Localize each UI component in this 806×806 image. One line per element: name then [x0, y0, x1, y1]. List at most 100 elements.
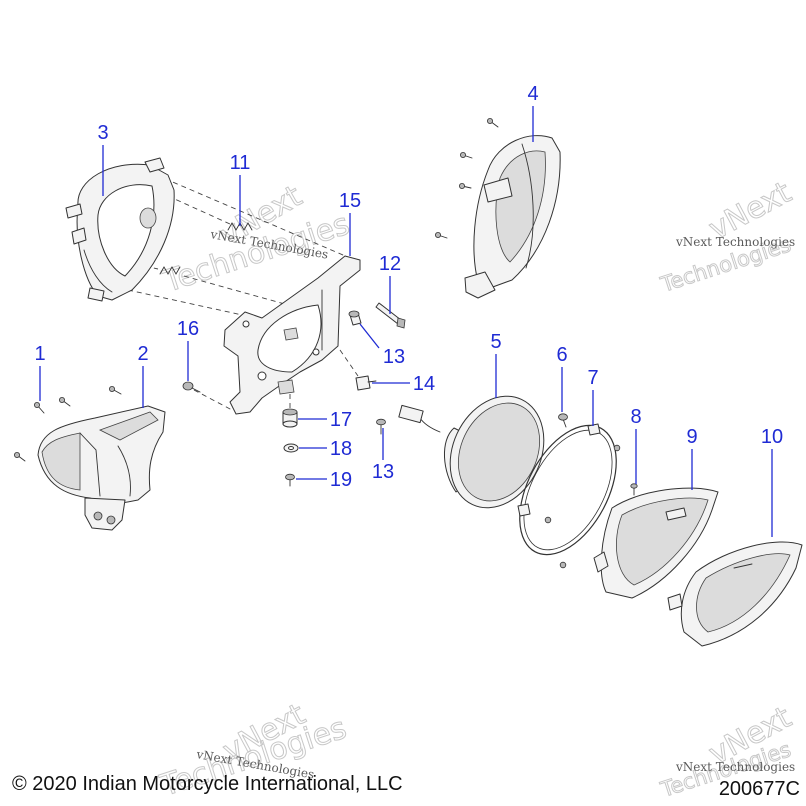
part-17-top — [282, 408, 298, 416]
part-1-bolt-head — [34, 401, 41, 408]
part-10-trim — [667, 541, 803, 647]
footer: © 2020 Indian Motorcycle International, … — [12, 773, 800, 800]
part-4-screw-head — [458, 182, 465, 189]
part-3-tab — [144, 157, 165, 173]
part-13-bolt-upper — [348, 310, 362, 326]
alignment-line — [193, 389, 233, 411]
part-13-upper-head — [348, 310, 360, 318]
part-7-screw — [559, 561, 567, 569]
callout-6: 6 — [556, 344, 567, 366]
part-5-headlamp — [398, 395, 545, 509]
part-7-outer — [519, 424, 617, 556]
alignment-line — [339, 349, 359, 377]
callout-1: 1 — [34, 343, 45, 365]
part-4-headlamp-housing — [434, 118, 561, 299]
part-9-visor — [593, 487, 719, 599]
part-2-mount — [84, 497, 126, 531]
part-10-inner — [696, 553, 791, 633]
part-4-screw-head — [459, 151, 466, 158]
part-16-head — [182, 381, 194, 391]
part-3-opening — [97, 184, 155, 277]
part-13-lower-head — [376, 418, 386, 426]
callouts: 3 11 15 4 12 16 1 2 13 5 6 7 14 8 9 10 1… — [34, 83, 783, 491]
callout-13-lower: 13 — [372, 461, 394, 483]
part-16-shank — [191, 387, 201, 393]
part-10-tab — [667, 593, 683, 611]
callout-11: 11 — [230, 152, 251, 174]
part-15-hole — [312, 348, 320, 356]
part-6-screw — [558, 413, 568, 428]
part-2-edge — [117, 445, 131, 497]
part-2-edge — [79, 432, 101, 497]
callout-16: 16 — [177, 318, 199, 340]
part-3-tab — [65, 203, 83, 219]
part-7-tab — [517, 503, 531, 517]
part-7-screw — [544, 516, 552, 524]
part-7-screw — [613, 444, 621, 452]
part-2-lens — [41, 432, 81, 491]
alignment-line — [127, 289, 257, 319]
part-15-stud — [283, 327, 299, 341]
part-2-housing — [37, 405, 166, 531]
alignment-line — [167, 195, 231, 225]
part-3-edge — [83, 249, 113, 293]
callout-4: 4 — [527, 83, 538, 105]
callout-8: 8 — [630, 406, 641, 428]
alignment-line — [139, 167, 351, 259]
callout-15: 15 — [339, 190, 361, 212]
part-15-hole — [242, 320, 250, 328]
part-1-bolts — [13, 385, 122, 462]
part-17-base — [282, 420, 298, 428]
part-3-tab — [71, 227, 87, 245]
part-3-mount — [65, 157, 175, 302]
part-4-clip — [483, 177, 513, 203]
part-5-wire — [419, 417, 441, 433]
part-10-mark — [733, 563, 753, 569]
part-9-badge — [665, 507, 687, 521]
callout-2: 2 — [137, 343, 148, 365]
part-17-grommet — [282, 408, 298, 428]
part-5-connector — [398, 404, 424, 424]
part-4-screw-head — [486, 118, 493, 125]
part-14-connector — [355, 375, 377, 391]
part-11-spring-lower — [159, 266, 181, 275]
leader-13-upper — [359, 323, 380, 349]
part-4-mount — [464, 271, 496, 299]
part-9-tab — [593, 551, 609, 573]
callout-10: 10 — [761, 426, 783, 448]
part-1-bolt-head — [109, 385, 116, 392]
callout-12: 12 — [379, 253, 401, 275]
part-1-bolt-head — [13, 451, 20, 458]
part-5-lens — [457, 402, 541, 502]
part-16-bolt — [182, 381, 201, 393]
part-13-screw-lower — [376, 418, 386, 435]
callout-5: 5 — [490, 331, 501, 353]
part-12-bolt — [375, 302, 406, 329]
drawing-number: 200677C — [719, 778, 800, 800]
part-2-top-panel — [98, 411, 159, 441]
part-3-tab — [87, 287, 105, 302]
part-4-seam — [521, 143, 534, 269]
part-15-hole — [257, 371, 267, 381]
watermark-text-right: vNext Technologies — [675, 235, 795, 249]
part-19-screw — [285, 473, 295, 487]
watermark-text-bottom-right: vNext Technologies — [675, 760, 795, 774]
part-19-head — [285, 473, 295, 481]
part-7-tab — [587, 423, 601, 436]
callout-3: 3 — [97, 122, 108, 144]
part-15-bracket — [223, 255, 361, 415]
leader-lines — [39, 106, 773, 537]
callout-7: 7 — [587, 367, 598, 389]
part-3-boss — [139, 207, 157, 229]
callout-9: 9 — [686, 426, 697, 448]
callout-14: 14 — [413, 373, 435, 395]
part-14-body — [355, 375, 371, 391]
part-8-head — [630, 483, 638, 489]
part-14-pin — [367, 380, 377, 383]
part-2-fastener — [93, 511, 103, 521]
callout-13-upper: 13 — [383, 346, 405, 368]
callout-19: 19 — [330, 469, 352, 491]
part-1-bolt-head — [59, 396, 66, 403]
part-7-ring — [517, 423, 621, 569]
